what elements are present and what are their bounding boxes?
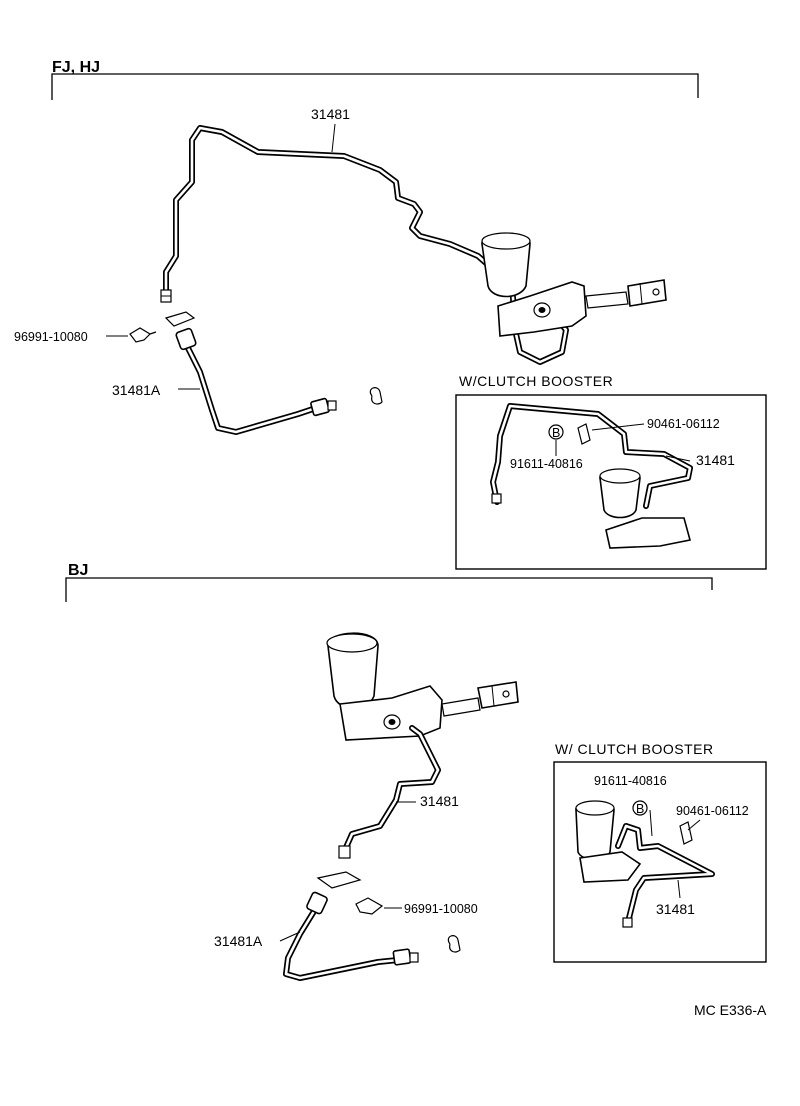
retaining-clip-lower [447,935,461,953]
flexible-hose-upper [175,327,337,435]
label-hose-lower: 31481A [214,933,263,949]
label-bracket-inset-lower: 90461-06112 [676,804,749,818]
label-hose-upper: 31481A [112,382,161,398]
gasket-plate-lower [316,871,362,889]
bolt-mark-lower: B [636,802,644,816]
clip-96991-upper [106,327,157,343]
clip-96991-lower [355,897,402,915]
section-bracket-fj-hj [51,73,699,100]
section-bracket-bj [65,577,713,602]
gasket-plate-upper [164,311,196,327]
flexible-hose-lower [283,891,419,981]
label-pipe-lower: 31481 [420,793,459,809]
label-clip-upper: 96991-10080 [14,330,88,344]
label-bracket-inset-upper: 90461-06112 [647,417,720,431]
inset-clutch-booster-upper: W/CLUTCH BOOSTER B 90461-06112 91611-408… [455,373,767,570]
clutch-master-cylinder-lower [326,632,519,741]
label-bolt-inset-upper: 91611-40816 [510,457,583,471]
clutch-pipe-upper [160,125,569,365]
figure-code: MC E336-A [694,1002,767,1018]
section-title-bj: BJ [68,562,88,579]
section-title-fj-hj: FJ, HJ [52,59,100,76]
label-pipe-31481-upper: 31481 [311,106,350,122]
label-bolt-inset-lower: 91611-40816 [594,774,667,788]
bolt-mark-upper: B [552,426,560,440]
section-bj: BJ 31481 96991-10080 [65,562,767,981]
inset-title-lower: W/ CLUTCH BOOSTER [555,741,714,757]
clutch-pipe-lower [338,725,441,859]
label-clip-lower: 96991-10080 [404,902,478,916]
clutch-master-cylinder-upper [481,232,667,337]
inset-clutch-booster-lower: W/ CLUTCH BOOSTER B 91611-40816 90461-06… [553,741,767,963]
label-pipe-inset-lower: 31481 [656,901,695,917]
section-fj-hj: FJ, HJ 31481 969 [14,59,767,570]
inset-title-upper: W/CLUTCH BOOSTER [459,373,613,389]
label-pipe-inset-upper: 31481 [696,452,735,468]
retaining-clip-upper [369,387,383,405]
